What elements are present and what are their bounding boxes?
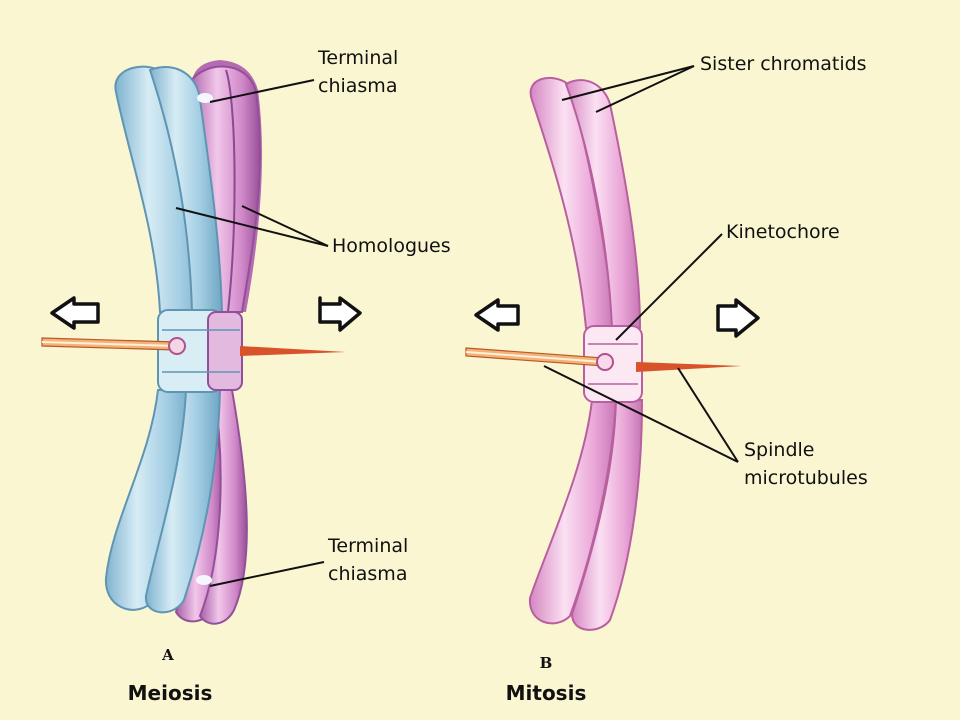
mitosis-panel: Sister chromatids Kinetochore Spindle mi…	[465, 53, 868, 705]
leader-terminal-chiasma-top	[209, 79, 315, 103]
label-homologues: Homologues	[332, 235, 451, 257]
leader-spindle-right	[677, 367, 739, 463]
meiosis-spindle-microtubules	[41, 337, 346, 356]
caption-mitosis: Mitosis	[506, 681, 587, 705]
leader-terminal-chiasma-bottom	[209, 561, 325, 587]
panel-letter-b: B	[540, 654, 553, 672]
leader-spindle-left	[543, 365, 739, 463]
blue-homologue	[104, 65, 224, 614]
label-spindle-microtubules-line2: microtubules	[744, 467, 868, 489]
bottom-chiasma-mark	[196, 575, 212, 585]
top-chiasma-mark	[197, 93, 213, 103]
leader-sister-chromatid-2	[595, 65, 695, 113]
left-pull-arrow-icon	[474, 298, 520, 332]
leader-kinetochore	[615, 233, 723, 341]
label-terminal-chiasma-top-line2: chiasma	[318, 75, 397, 97]
right-pull-arrow-icon	[318, 296, 362, 332]
leader-homologues-magenta	[241, 205, 329, 247]
mitosis-spindle-microtubules	[465, 347, 742, 372]
label-terminal-chiasma-bottom-line2: chiasma	[328, 563, 407, 585]
leader-sister-chromatid-1	[561, 65, 695, 101]
left-pull-arrow-icon	[50, 296, 100, 330]
leader-homologues-blue	[175, 207, 329, 247]
label-terminal-chiasma-bottom-line1: Terminal	[327, 535, 408, 557]
label-spindle-microtubules-line1: Spindle	[744, 439, 814, 461]
label-kinetochore: Kinetochore	[726, 221, 840, 243]
label-sister-chromatids: Sister chromatids	[700, 53, 867, 75]
meiosis-panel: Terminal chiasma Homologues Terminal chi…	[41, 47, 451, 705]
panel-letter-a: A	[161, 646, 174, 664]
right-pull-arrow-icon	[716, 298, 760, 338]
sister-chromatids	[528, 76, 644, 631]
caption-meiosis: Meiosis	[128, 681, 213, 705]
label-terminal-chiasma-top-line1: Terminal	[317, 47, 398, 69]
